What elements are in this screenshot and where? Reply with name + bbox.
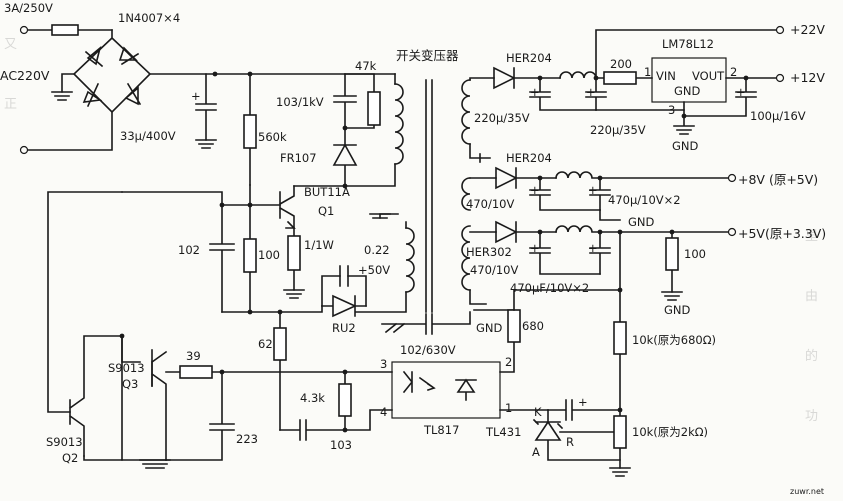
tl431-label: TL431 bbox=[485, 425, 521, 439]
opto-label: TL817 bbox=[423, 423, 459, 437]
background-scan-text: 又正 里由 的功 bbox=[4, 37, 818, 424]
y-cap-section: 102/630V bbox=[381, 311, 471, 357]
cap-100-16-label: 100μ/16V bbox=[750, 109, 806, 123]
bulk-cap-label: 33μ/400V bbox=[120, 129, 176, 143]
watermark: zuwr.net bbox=[790, 487, 824, 496]
primary-section: 560k 103/1kV 47k FR107 BUT11A Q1 102 100… bbox=[121, 59, 415, 335]
cap-220-reg-label: 220μ/35V bbox=[590, 123, 646, 137]
q3-part-label: S9013 bbox=[108, 361, 145, 375]
svg-text:+: + bbox=[736, 85, 746, 99]
startup-res-label: 560k bbox=[258, 130, 287, 144]
feedback-section: + 3 4 2 1 TL817 680 TL431 K A R bbox=[380, 289, 621, 461]
opto-pin1-label: 1 bbox=[505, 401, 512, 415]
svg-text:+: + bbox=[586, 85, 596, 99]
svg-text:由: 由 bbox=[805, 289, 818, 304]
bridge-label: 1N4007×4 bbox=[118, 11, 180, 25]
bridge-diodes bbox=[82, 45, 142, 108]
snubber-diode-label: FR107 bbox=[280, 151, 317, 165]
transformer: 开关变压器 bbox=[396, 48, 459, 313]
control-section: 62 S9013 Q3 39 S9013 Q2 223 4.3k 103 bbox=[46, 191, 393, 469]
r-sense-label: 1/1W bbox=[304, 238, 334, 252]
q1-part-label: BUT11A bbox=[304, 185, 350, 199]
secondary-bottom: + + HER302 470/10V 470μF/10V×2 100 GND G… bbox=[461, 220, 826, 477]
out-5v-label: +5V(原+3.3V) bbox=[738, 226, 826, 241]
regulator-label: LM78L12 bbox=[662, 37, 714, 51]
snubber-cap-label: 103/1kV bbox=[276, 95, 324, 109]
q2-part-label: S9013 bbox=[46, 435, 83, 449]
out-8v-label: +8V (原+5V) bbox=[738, 172, 818, 187]
secondary-top: + + + HER204 220μ/35V 220μ/35V 200 LM78L… bbox=[461, 22, 825, 163]
ac-terminal-top bbox=[19, 25, 29, 35]
svg-text:+: + bbox=[588, 183, 598, 197]
svg-text:+: + bbox=[530, 183, 540, 197]
cap-470-10-b-label: 470/10V bbox=[470, 263, 518, 277]
fuse-label: 3A/250V bbox=[4, 1, 53, 15]
r43k-label: 4.3k bbox=[300, 391, 325, 405]
y-cap-label: 102/630V bbox=[400, 343, 456, 357]
regulator-body bbox=[651, 57, 727, 103]
aux-diode-label: RU2 bbox=[332, 321, 356, 335]
tl431-r-label: R bbox=[566, 435, 574, 449]
svg-text:+: + bbox=[588, 241, 598, 255]
r022-label: 0.22 bbox=[364, 243, 390, 257]
reg-pin3-label: 3 bbox=[668, 103, 675, 117]
r62-label: 62 bbox=[258, 337, 273, 351]
ac-terminal-bottom bbox=[19, 145, 29, 155]
reg-vin-label: VIN bbox=[656, 69, 676, 83]
svg-text:+: + bbox=[578, 395, 588, 409]
out-22v-label: +22V bbox=[790, 22, 825, 37]
opto-pin4-label: 4 bbox=[380, 405, 387, 419]
tl431-a-label: A bbox=[532, 445, 540, 459]
r680-label: 680 bbox=[522, 319, 544, 333]
input-section: + 3A/250V 1N4007×4 AC220V 33μ/400V bbox=[0, 1, 396, 155]
opto-body bbox=[391, 361, 501, 419]
her204-top-label: HER204 bbox=[506, 51, 552, 65]
fuse-symbol bbox=[51, 24, 79, 36]
secondary-mid: + + HER204 470/10V 470μ/10V×2 GND +8V (原… bbox=[461, 151, 818, 229]
transformer-label: 开关变压器 bbox=[396, 48, 459, 63]
r39-label: 39 bbox=[186, 349, 201, 363]
svg-text:功: 功 bbox=[805, 409, 818, 424]
gnd-mid-label: GND bbox=[628, 215, 655, 229]
her204-mid-label: HER204 bbox=[506, 151, 552, 165]
cap-470-10-label: 470/10V bbox=[466, 197, 514, 211]
r200-label: 200 bbox=[610, 57, 632, 71]
q3-ref-label: Q3 bbox=[122, 377, 138, 391]
aux-cap-label: +50V bbox=[358, 263, 390, 277]
cap-220-out-label: 220μ/35V bbox=[474, 111, 530, 125]
c102-label: 102 bbox=[178, 243, 200, 257]
r100-out-label: 100 bbox=[684, 247, 706, 261]
svg-text:的: 的 bbox=[805, 348, 818, 364]
svg-text:+: + bbox=[530, 241, 540, 255]
c223-label: 223 bbox=[236, 432, 258, 446]
snubber-res-label: 47k bbox=[355, 59, 377, 73]
r10k-top-label: 10k(原为680Ω) bbox=[632, 333, 716, 347]
reg-pin1-label: 1 bbox=[644, 65, 651, 79]
reg-pin2-label: 2 bbox=[730, 65, 737, 79]
cap-470-x2-a-label: 470μ/10V×2 bbox=[608, 193, 681, 207]
gnd-out-label: GND bbox=[664, 303, 691, 317]
svg-text:里: 里 bbox=[805, 229, 818, 244]
reg-gnd-label: GND bbox=[674, 84, 701, 98]
out-12v-label: +12V bbox=[790, 70, 825, 85]
q1-ref-label: Q1 bbox=[318, 204, 334, 218]
opto-pin3-label: 3 bbox=[380, 357, 387, 371]
opto-pin2-label: 2 bbox=[505, 355, 512, 369]
reg-vout-label: VOUT bbox=[692, 69, 725, 83]
r100-base-label: 100 bbox=[258, 248, 280, 262]
svg-text:+: + bbox=[530, 85, 540, 99]
c103-label: 103 bbox=[330, 438, 352, 452]
her302-label: HER302 bbox=[466, 245, 512, 259]
cap-470-x2-b-label: 470μF/10V×2 bbox=[510, 281, 589, 295]
svg-text:又: 又 bbox=[4, 37, 17, 52]
r10k-bot-label: 10k(原为2kΩ) bbox=[632, 425, 708, 439]
gnd-reg-label: GND bbox=[672, 139, 699, 153]
svg-text:正: 正 bbox=[4, 97, 17, 112]
gnd-sec-label: GND bbox=[476, 321, 503, 335]
svg-text:+: + bbox=[191, 89, 201, 103]
tl431-k-label: K bbox=[534, 405, 542, 419]
q2-ref-label: Q2 bbox=[62, 451, 78, 465]
ac-input-label: AC220V bbox=[0, 68, 50, 83]
